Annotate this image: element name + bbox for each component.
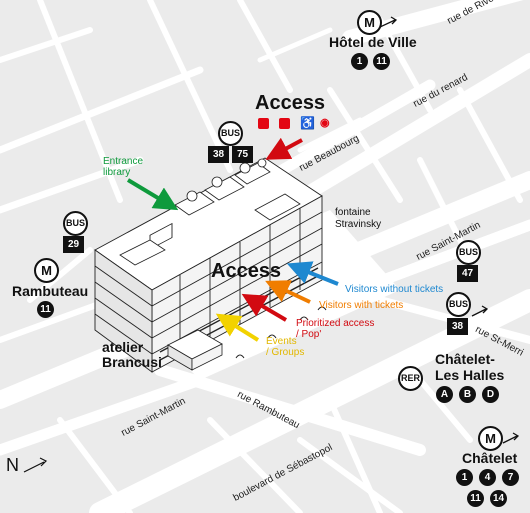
bus-line-badge: 75 — [232, 146, 253, 163]
metro-symbol-chatelet: M — [478, 426, 503, 451]
bus-symbol-rambuteau: BUS — [63, 211, 88, 236]
metro-line-badge: 14 — [490, 490, 507, 507]
rer-line-badge: A — [436, 386, 453, 403]
visitors-with-tickets-arrow — [265, 280, 311, 304]
top-access-arrow — [265, 137, 303, 160]
events-groups-label: Events / Groups — [266, 336, 304, 358]
metro-symbol-rambuteau: M — [34, 258, 59, 283]
fontaine-stravinsky-label: fontaine Stravinsky — [335, 207, 381, 231]
entrance-library-line2: library — [103, 167, 131, 178]
visitors-with-tickets-label: Visitors with tickets — [319, 300, 404, 311]
bus-symbol-beaubourg: BUS — [218, 121, 243, 146]
atelier-brancusi-label: atelier Brancusi — [102, 340, 162, 369]
fontaine-line1: fontaine — [335, 207, 371, 218]
north-arrow-line — [23, 461, 45, 473]
metro-line-badge: 11 — [467, 490, 484, 507]
metro-line-badge: 1 — [456, 469, 473, 486]
bus-line-badge: 47 — [457, 265, 478, 282]
bus-symbol-saint-martin: BUS — [456, 240, 481, 265]
fontaine-line2: Stravinsky — [335, 219, 382, 230]
visual-icon: ◉ — [320, 117, 330, 129]
prioritized-line1: Prioritized access — [296, 318, 375, 329]
prioritized-access-arrow — [241, 293, 288, 322]
sign-language-icon — [279, 118, 290, 129]
visitors-without-tickets-arrow — [286, 261, 339, 286]
metro-line-badge: 4 — [479, 469, 496, 486]
entrance-library-line1: Entrance — [103, 156, 144, 167]
station-name-chatelet-les-halles: Châtelet- Les Halles — [435, 351, 504, 383]
hearing-icon — [258, 118, 269, 129]
north-label: N — [6, 455, 19, 475]
station-name-line1: Châtelet- — [435, 351, 495, 367]
events-line2: / Groups — [266, 347, 305, 358]
prioritized-line2: / Pop' — [296, 329, 322, 340]
bus-line-badge: 29 — [63, 236, 84, 253]
station-name-line2: Les Halles — [435, 367, 505, 383]
station-name-hotel-de-ville: Hôtel de Ville — [329, 34, 417, 50]
events-groups-arrow — [215, 313, 260, 342]
bus-symbol-st-merri: BUS — [446, 292, 471, 317]
station-name-chatelet: Châtelet — [462, 450, 518, 466]
metro-line-badge: 1 — [351, 53, 368, 70]
access-title-piazza: Access — [211, 260, 282, 282]
metro-symbol-hotel-de-ville: M — [357, 10, 382, 35]
atelier-line1: atelier — [102, 339, 144, 355]
visitors-without-tickets-label: Visitors without tickets — [345, 284, 444, 295]
metro-line-badge: 7 — [502, 469, 519, 486]
entrance-library-label: Entrance library — [103, 156, 143, 178]
wheelchair-icon: ♿ — [300, 116, 315, 130]
metro-line-badge: 11 — [373, 53, 390, 70]
metro-line-badge: 11 — [37, 301, 54, 318]
library-entrance-arrow — [126, 178, 179, 211]
events-line1: Events — [266, 336, 297, 347]
rer-line-badge: D — [482, 386, 499, 403]
prioritized-access-label: Prioritized access / Pop' — [296, 318, 374, 340]
rer-symbol-chatelet-les-halles: RER — [398, 366, 423, 391]
access-title-beaubourg: Access — [255, 92, 326, 114]
bus-line-badge: 38 — [208, 146, 229, 163]
rer-line-badge: B — [459, 386, 476, 403]
atelier-line2: Brancusi — [102, 353, 162, 370]
bus-line-badge: 38 — [447, 318, 468, 335]
station-name-rambuteau: Rambuteau — [12, 283, 89, 299]
